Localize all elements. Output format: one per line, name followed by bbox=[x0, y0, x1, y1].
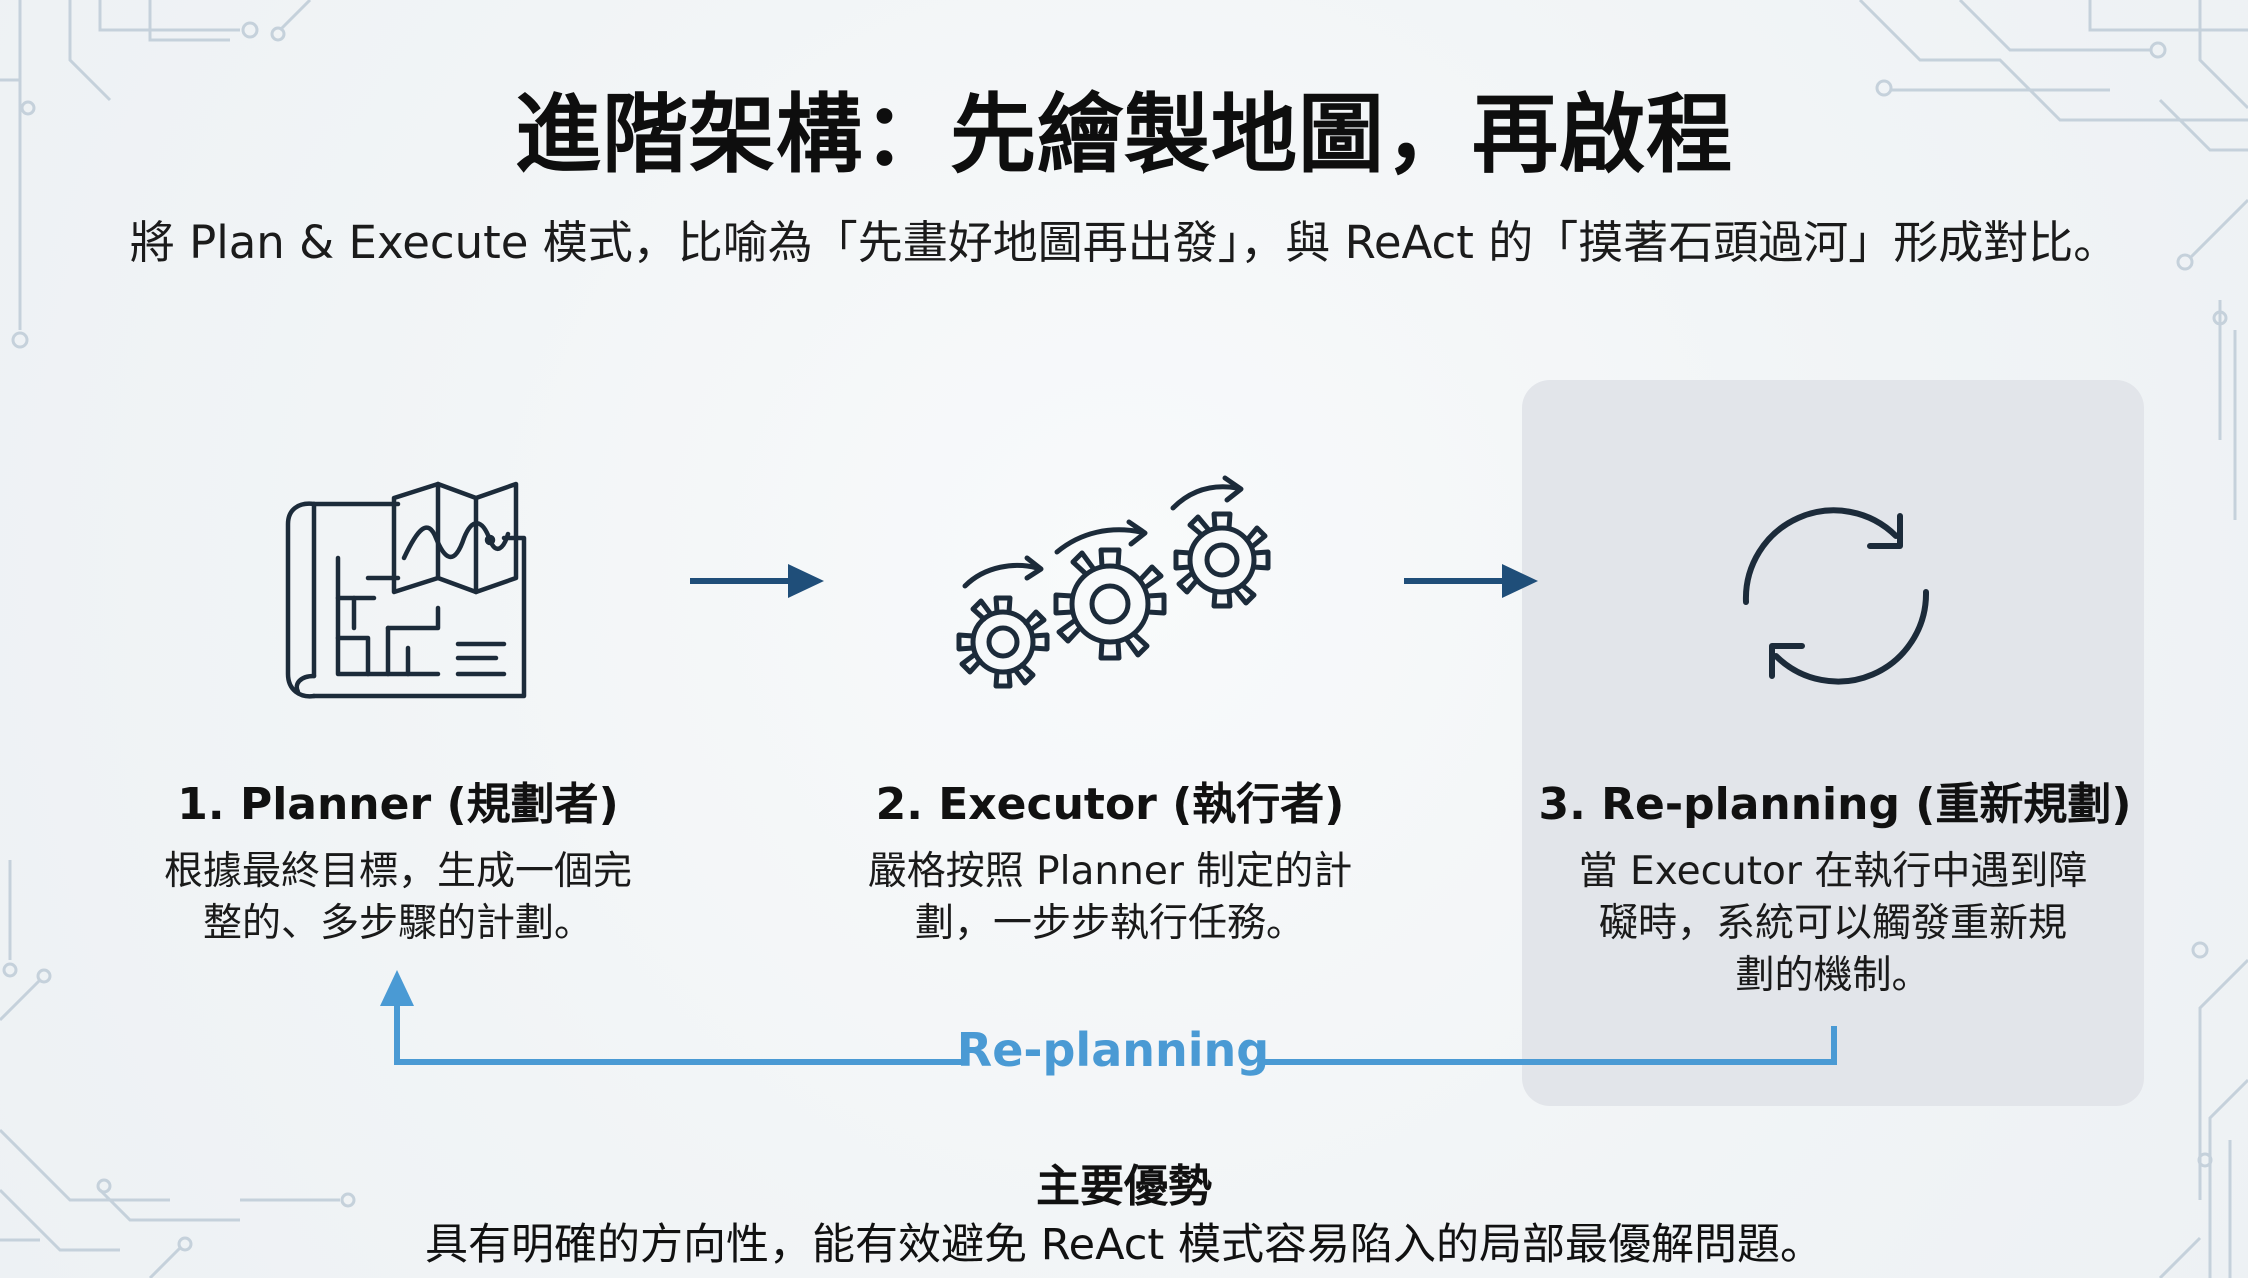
replanning-loop-label: Re-planning bbox=[956, 1023, 1270, 1077]
page-subtitle: 將 Plan & Execute 模式，比喻為「先畫好地圖再出發」，與 ReAc… bbox=[129, 216, 2119, 269]
flow-arrow-1 bbox=[690, 564, 824, 598]
step-desc-line: 當 Executor 在執行中遇到障 bbox=[1578, 849, 2088, 894]
step-desc-line: 嚴格按照 Planner 制定的計 bbox=[867, 849, 1353, 894]
gears-icon bbox=[956, 475, 1271, 689]
step-desc-line: 礙時，系統可以觸發重新規 bbox=[1598, 901, 2067, 946]
step-desc-line: 整的、多步驟的計劃。 bbox=[202, 901, 593, 946]
replanning-loop-line bbox=[380, 970, 1837, 1065]
refresh-cycle-icon bbox=[1742, 507, 1930, 685]
step-title-replanning: 3. Re-planning (重新規劃) bbox=[1538, 779, 2132, 830]
page-title: 進階架構：先繪製地圖，再啟程 bbox=[515, 85, 1733, 185]
blueprint-map-icon bbox=[285, 481, 527, 699]
step-desc-line: 根據最終目標，生成一個完 bbox=[163, 849, 632, 894]
advantage-title: 主要優勢 bbox=[1036, 1161, 1212, 1212]
step-desc-line: 劃，一步步執行任務。 bbox=[914, 901, 1305, 946]
step-title-planner: 1. Planner (規劃者) bbox=[177, 779, 619, 830]
step-desc-line: 劃的機制。 bbox=[1735, 953, 1931, 998]
step-desc-executor: 嚴格按照 Planner 制定的計 劃，一步步執行任務。 bbox=[830, 846, 1390, 950]
flow-arrow-2 bbox=[1404, 564, 1538, 598]
replanning-highlight-panel bbox=[1522, 380, 2144, 1106]
step-desc-planner: 根據最終目標，生成一個完 整的、多步驟的計劃。 bbox=[118, 846, 678, 950]
advantage-text: 具有明確的方向性，能有效避免 ReAct 模式容易陷入的局部最優解問題。 bbox=[425, 1220, 1823, 1270]
step-title-executor: 2. Executor (執行者) bbox=[875, 779, 1345, 830]
loop-arrowhead bbox=[380, 970, 414, 1006]
step-desc-replanning: 當 Executor 在執行中遇到障 礙時，系統可以觸發重新規 劃的機制。 bbox=[1550, 846, 2116, 1002]
